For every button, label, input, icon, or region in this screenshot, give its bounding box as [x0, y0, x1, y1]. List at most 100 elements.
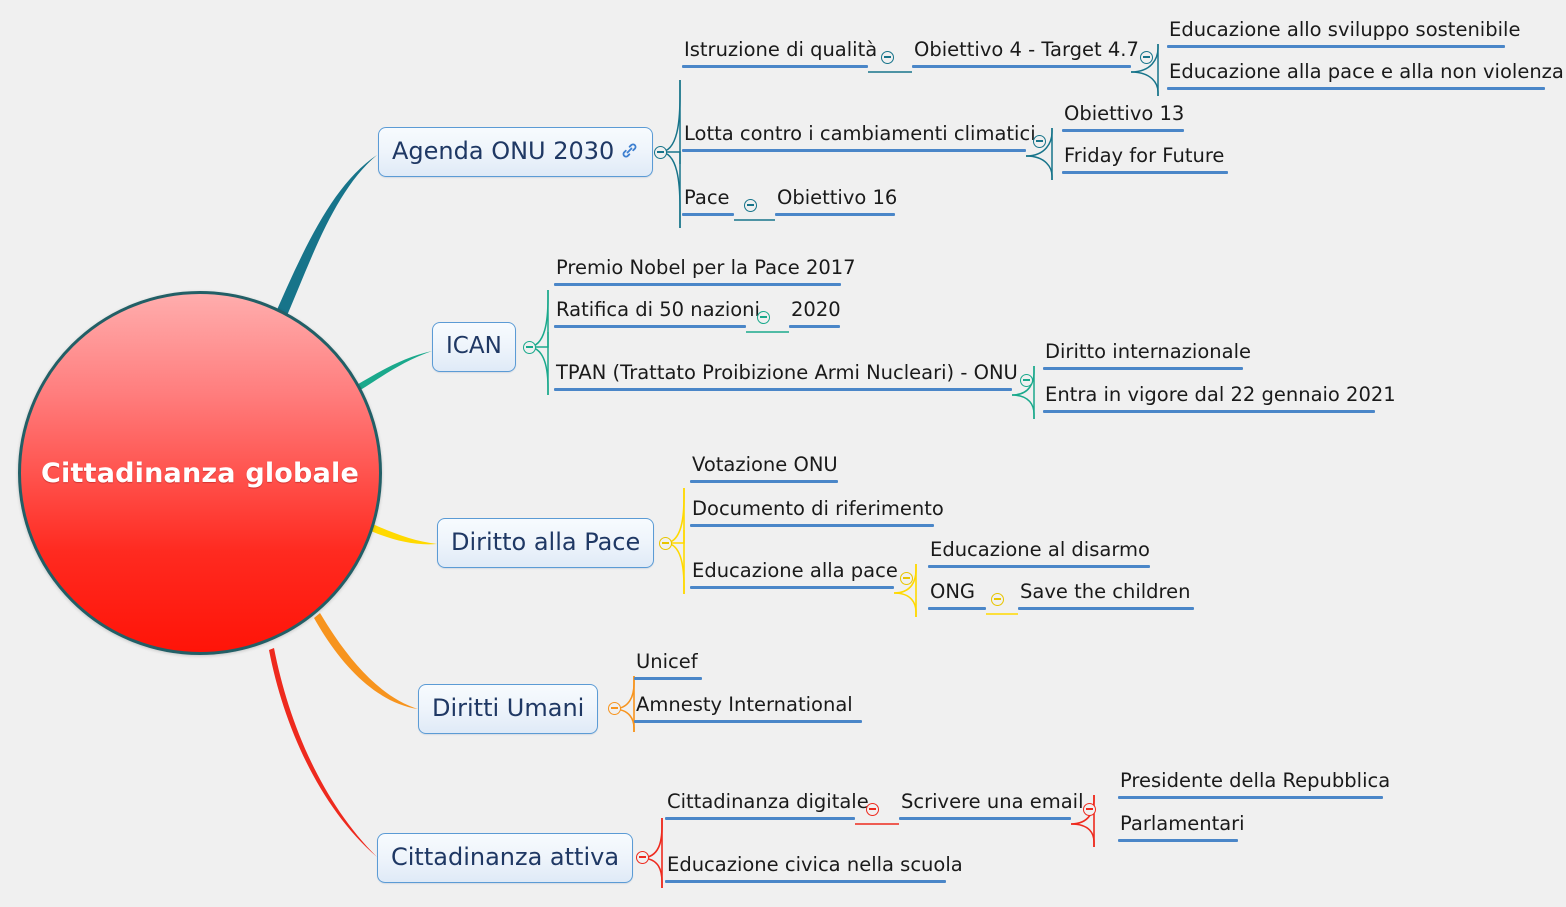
node-premio-nobel-per-la-pace-2017[interactable]: Premio Nobel per la Pace 2017	[554, 258, 858, 286]
node-obiettivo-4-target-47[interactable]: Obiettivo 4 - Target 4.7	[912, 40, 1141, 68]
node-underline	[665, 816, 855, 820]
node-underline	[775, 212, 895, 216]
node-unicef[interactable]: Unicef	[634, 652, 702, 680]
node-entra-in-vigore-dal-22-gennaio-2021[interactable]: Entra in vigore dal 22 gennaio 2021	[1043, 385, 1398, 413]
node-obiettivo-4-target-47-label: Obiettivo 4 - Target 4.7	[914, 38, 1139, 61]
node-pace[interactable]: Pace	[682, 188, 734, 216]
node-underline	[1118, 795, 1383, 799]
node-2020[interactable]: 2020	[789, 300, 843, 328]
collapse-toggle-diritto-alla-pace[interactable]	[659, 537, 672, 550]
node-diritto-alla-pace-label: Diritto alla Pace	[451, 528, 641, 556]
node-istruzione-di-qualita[interactable]: Istruzione di qualità	[682, 40, 879, 68]
node-educazione-alla-pace-e-alla-non-violenza[interactable]: Educazione alla pace e alla non violenza	[1167, 62, 1566, 90]
node-ong[interactable]: ONG	[928, 582, 986, 610]
node-parlamentari-label: Parlamentari	[1120, 812, 1245, 835]
node-ratifica-di-50-nazioni[interactable]: Ratifica di 50 nazioni	[554, 300, 762, 328]
node-diritti-umani[interactable]: Diritti Umani	[418, 684, 599, 734]
node-educazione-civica-nella-scuola[interactable]: Educazione civica nella scuola	[665, 855, 965, 883]
node-ican[interactable]: ICAN	[432, 322, 516, 372]
node-tpan[interactable]: TPAN (Trattato Proibizione Armi Nucleari…	[554, 363, 1020, 391]
node-votazione-onu[interactable]: Votazione ONU	[690, 455, 840, 483]
edge-email-fan-bot	[1070, 823, 1095, 847]
node-underline	[634, 676, 702, 680]
node-save-the-children[interactable]: Save the children	[1018, 582, 1194, 610]
collapse-toggle-istruzione[interactable]	[881, 51, 894, 64]
node-parlamentari[interactable]: Parlamentari	[1118, 814, 1247, 842]
node-lotta-contro-i-cambiamenti-climatici-label: Lotta contro i cambiamenti climatici	[684, 122, 1036, 145]
collapse-toggle-agenda[interactable]	[654, 146, 667, 159]
node-obiettivo-13[interactable]: Obiettivo 13	[1062, 104, 1186, 132]
branch-curve-agenda	[272, 155, 377, 325]
node-underline	[690, 523, 934, 527]
node-underline	[789, 324, 840, 328]
node-cittadinanza-digitale[interactable]: Cittadinanza digitale	[665, 792, 871, 820]
node-underline	[1018, 606, 1194, 610]
node-diritto-alla-pace[interactable]: Diritto alla Pace	[437, 518, 655, 568]
node-underline	[682, 148, 1026, 152]
node-educazione-allo-sviluppo-sostenibile-label: Educazione allo sviluppo sostenibile	[1169, 18, 1521, 41]
collapse-toggle-scrivere-email[interactable]	[1083, 803, 1096, 816]
node-documento-di-riferimento[interactable]: Documento di riferimento	[690, 499, 946, 527]
node-tpan-label: TPAN (Trattato Proibizione Armi Nucleari…	[556, 361, 1018, 384]
collapse-toggle-tpan[interactable]	[1020, 374, 1033, 387]
collapse-toggle-obiettivo4[interactable]	[1140, 51, 1153, 64]
node-educazione-alla-pace[interactable]: Educazione alla pace	[690, 561, 900, 589]
node-save-the-children-label: Save the children	[1020, 580, 1191, 603]
node-cittadinanza-attiva-label: Cittadinanza attiva	[391, 843, 620, 871]
node-underline	[1043, 366, 1243, 370]
edge-agenda-to-pace	[659, 151, 681, 228]
collapse-toggle-ican[interactable]	[523, 341, 536, 354]
chain-link-icon[interactable]	[620, 141, 639, 164]
node-cittadinanza-digitale-label: Cittadinanza digitale	[667, 790, 869, 813]
node-agenda-onu-2030-label: Agenda ONU 2030	[392, 137, 615, 165]
node-educazione-allo-sviluppo-sostenibile[interactable]: Educazione allo sviluppo sostenibile	[1167, 20, 1522, 48]
node-agenda-onu-2030[interactable]: Agenda ONU 2030	[378, 127, 654, 177]
node-amnesty-international[interactable]: Amnesty International	[634, 695, 862, 723]
collapse-toggle-diritti-umani[interactable]	[608, 702, 621, 715]
node-unicef-label: Unicef	[636, 650, 698, 673]
collapse-toggle-educazione-alla-pace[interactable]	[900, 572, 913, 585]
collapse-toggle-ong[interactable]	[991, 593, 1004, 606]
node-scrivere-una-email-label: Scrivere una email	[901, 790, 1084, 813]
node-underline	[665, 879, 946, 883]
branch-curve-ican	[353, 351, 432, 392]
node-ratifica-di-50-nazioni-label: Ratifica di 50 nazioni	[556, 298, 760, 321]
node-underline	[1062, 170, 1228, 174]
node-obiettivo-13-label: Obiettivo 13	[1064, 102, 1185, 125]
node-friday-for-future[interactable]: Friday for Future	[1062, 146, 1228, 174]
node-pace-label: Pace	[684, 186, 730, 209]
collapse-toggle-lotta-clima[interactable]	[1033, 135, 1046, 148]
branch-curve-cittadinanza-attiva	[269, 648, 377, 857]
node-underline	[1043, 409, 1375, 413]
collapse-toggle-cittadinanza-digitale[interactable]	[866, 803, 879, 816]
node-diritto-internazionale-label: Diritto internazionale	[1045, 340, 1251, 363]
node-underline	[634, 719, 862, 723]
node-scrivere-una-email[interactable]: Scrivere una email	[899, 792, 1086, 820]
central-node[interactable]: Cittadinanza globale	[18, 291, 382, 655]
node-obiettivo-16[interactable]: Obiettivo 16	[775, 188, 899, 216]
node-ong-label: ONG	[930, 580, 976, 603]
node-cittadinanza-attiva[interactable]: Cittadinanza attiva	[377, 833, 634, 883]
node-underline	[1167, 86, 1545, 90]
node-educazione-alla-pace-e-alla-non-violenza-label: Educazione alla pace e alla non violenza	[1169, 60, 1564, 83]
node-diritto-internazionale[interactable]: Diritto internazionale	[1043, 342, 1253, 370]
node-underline	[682, 212, 734, 216]
node-educazione-al-disarmo[interactable]: Educazione al disarmo	[928, 540, 1152, 568]
node-underline	[899, 816, 1071, 820]
node-obiettivo-16-label: Obiettivo 16	[777, 186, 898, 209]
node-underline	[682, 64, 868, 68]
node-educazione-al-disarmo-label: Educazione al disarmo	[930, 538, 1150, 561]
collapse-toggle-ratifica[interactable]	[757, 311, 770, 324]
node-underline	[1118, 838, 1238, 842]
node-educazione-civica-nella-scuola-label: Educazione civica nella scuola	[667, 853, 963, 876]
collapse-toggle-pace[interactable]	[744, 199, 757, 212]
edge-agenda-fan	[659, 80, 681, 153]
node-documento-di-riferimento-label: Documento di riferimento	[692, 497, 944, 520]
node-amnesty-international-label: Amnesty International	[636, 693, 853, 716]
branch-curve-diritti-umani	[314, 613, 418, 709]
node-lotta-contro-i-cambiamenti-climatici[interactable]: Lotta contro i cambiamenti climatici	[682, 124, 1038, 152]
node-presidente-della-repubblica[interactable]: Presidente della Repubblica	[1118, 771, 1392, 799]
node-2020-label: 2020	[791, 298, 841, 321]
collapse-toggle-cittadinanza-attiva[interactable]	[636, 851, 649, 864]
